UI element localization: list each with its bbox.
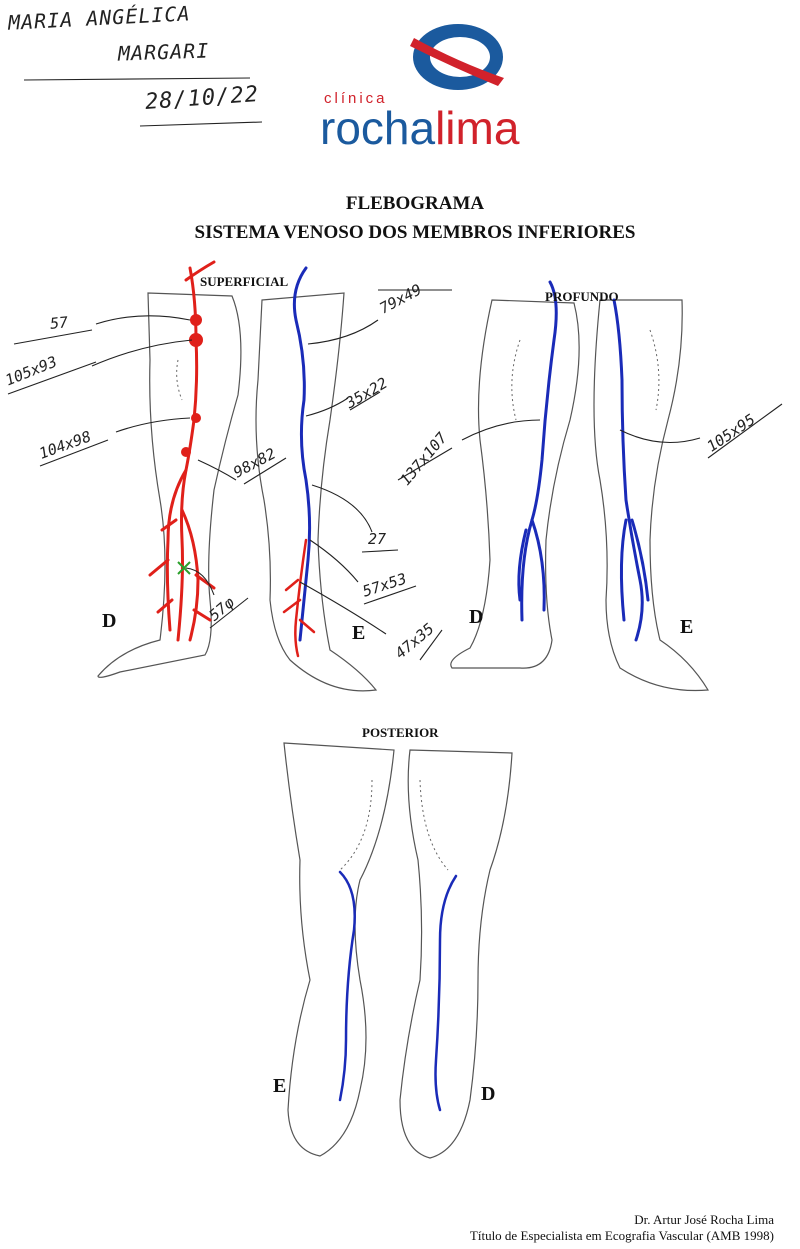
label-superficial: SUPERFICIAL	[200, 274, 289, 289]
perforator-x-icon	[177, 561, 191, 575]
side-letter-prof-e: E	[680, 616, 694, 638]
measurement-sup-e-3: 27	[368, 530, 387, 548]
side-letter-post-e: E	[273, 1075, 287, 1097]
label-posterior: POSTERIOR	[362, 725, 439, 740]
red-veins-sup-e	[282, 538, 316, 658]
annotation-arrows	[91, 315, 701, 635]
logo-word-lima: lima	[435, 102, 520, 154]
leg-outline-prof-d	[450, 299, 580, 669]
red-nodes-sup-d	[181, 314, 203, 457]
measurement-sup-d-1: 57	[49, 313, 69, 333]
logo-word-rocha: rocha	[320, 102, 436, 154]
blue-vein-sup-e	[292, 266, 312, 642]
leg-outline-sup-d	[97, 292, 242, 678]
knee-markers	[176, 329, 660, 871]
blue-veins-prof	[517, 280, 650, 642]
label-profundo: PROFUNDO	[545, 289, 619, 304]
leg-outline-prof-e	[593, 299, 710, 692]
side-letter-sup-d: D	[102, 610, 117, 632]
logo-small-text: clínica	[324, 90, 388, 107]
side-letter-sup-e: E	[352, 622, 366, 644]
leg-outline-sup-e	[255, 292, 378, 692]
side-letter-prof-d: D	[469, 606, 484, 628]
blue-veins-posterior	[338, 870, 458, 1112]
leg-outline-post-d	[399, 749, 513, 1159]
logo-emblem-icon	[410, 24, 504, 90]
clinic-logo: clínica rochalima	[320, 20, 580, 155]
leg-outline-post-e	[283, 742, 395, 1157]
title-line2: SISTEMA VENOSO DOS MEMBROS INFERIORES	[194, 222, 636, 243]
annotation-underlines	[7, 77, 783, 661]
side-letter-post-d: D	[481, 1083, 496, 1105]
footer-doctor: Dr. Artur José Rocha Lima	[634, 1212, 774, 1227]
footer-title: Título de Especialista em Ecografia Vasc…	[469, 1228, 774, 1243]
leg-outlines	[97, 292, 710, 1159]
title-line1: FLEBOGRAMA	[345, 193, 485, 214]
